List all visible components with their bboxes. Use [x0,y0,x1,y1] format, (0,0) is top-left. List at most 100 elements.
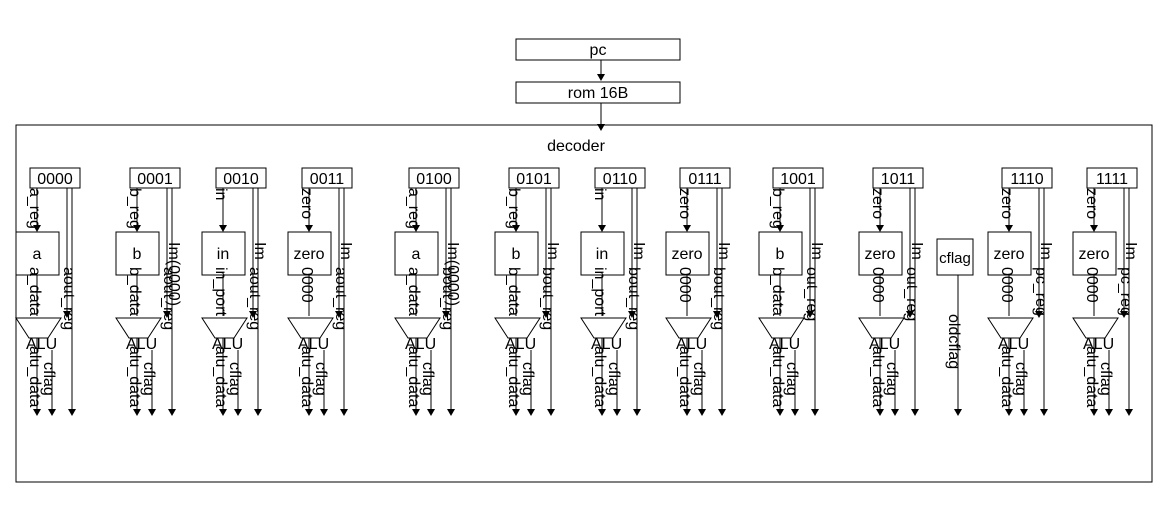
immediate-arrow [442,311,450,318]
immediate-label: Im [908,242,925,260]
data-label: b_data [505,267,522,316]
source-box [287,231,332,276]
opcode-box [772,167,824,189]
alu-data-arrow [598,409,606,416]
output-arrow [911,409,919,416]
immediate-arrow [713,311,721,318]
alu-shape [758,317,805,339]
alu-label: ALU [1083,336,1114,353]
source-box [987,231,1032,276]
alu-label: ALU [212,336,243,353]
source-box [115,231,160,276]
data-label: a_data [405,267,422,316]
output-arrow [811,409,819,416]
alu-data-arrow [305,409,313,416]
select-label: in [591,188,608,200]
cflag-label: cflag [140,362,157,396]
source-label: a [412,246,421,263]
select-arrow [412,225,420,232]
opcode-label: 1110 [1010,171,1043,188]
cflag-label: cflag [312,362,329,396]
immediate-label: Im(0000) [444,242,461,306]
alu-data-label: alu_data [26,346,43,407]
source-box [580,231,625,276]
source-label: a [33,246,42,263]
source-label: in [596,246,608,263]
cflag-arrow [234,409,242,416]
alu-label: ALU [869,336,900,353]
cflag-arrow [613,409,621,416]
select-label: zero [676,188,693,219]
alu-shape [201,317,248,339]
data-label: in_port [212,267,229,316]
output-label: pc_reg [1032,267,1049,316]
alu-shape [115,317,162,339]
alu-data-arrow [776,409,784,416]
select-label: a_reg [405,188,422,229]
opcode-label: 0001 [137,171,173,188]
opcode-label: 1001 [780,171,816,188]
cflag-arrow [48,409,56,416]
alu-data-arrow [683,409,691,416]
cflag-arrow [891,409,899,416]
cflag-box-label: cflag [939,250,971,267]
data-label: 0000 [298,267,315,303]
cflag-arrow [527,409,535,416]
output-arrow [447,409,455,416]
cflag-label: cflag [783,362,800,396]
output-arrow [1040,409,1048,416]
alu-label: ALU [998,336,1029,353]
output-arrow [168,409,176,416]
select-label: zero [998,188,1015,219]
alu-data-arrow [512,409,520,416]
alu-data-label: alu_data [676,346,693,407]
output-arrow [68,409,76,416]
select-arrow [876,225,884,232]
source-label: zero [293,246,324,263]
output-label: bout_reg [625,267,642,330]
output-label: aout_reg [246,267,263,330]
alu-shape [987,317,1034,339]
source-box [758,231,803,276]
immediate-arrow [628,311,636,318]
opcode-label: 0100 [416,171,452,188]
alu-shape [287,317,334,339]
opcode-box [679,167,731,189]
source-box [858,231,903,276]
alu-label: ALU [591,336,622,353]
cflag-label: cflag [690,362,707,396]
decoder-frame [15,124,1153,483]
alu-data-label: alu_data [126,346,143,407]
select-label: in [212,188,229,200]
alu-shape [15,317,62,339]
immediate-arrow [906,311,914,318]
alu-label: ALU [769,336,800,353]
select-arrow [512,225,520,232]
rom-label: rom 16B [568,85,628,102]
opcode-label: 0101 [516,171,552,188]
opcode-label: 0000 [37,171,73,188]
opcode-label: 0011 [310,171,345,188]
cflag-box [936,238,974,276]
alu-data-label: alu_data [769,346,786,407]
cflag-label: cflag [519,362,536,396]
pc-box [515,38,681,61]
immediate-arrow [806,311,814,318]
cflag-label: cflag [419,362,436,396]
alu-label: ALU [505,336,536,353]
opcode-label: 0010 [223,171,259,188]
select-label: b_reg [505,188,522,229]
output-label: out_reg [903,267,920,321]
opcode-box [1086,167,1138,189]
data-label: a_data [26,267,43,316]
data-label: 0000 [869,267,886,303]
alu-shape [1072,317,1119,339]
cflag-arrow [1020,409,1028,416]
pc-to-rom-arrow [597,74,605,81]
source-box [201,231,246,276]
alu-label: ALU [26,336,57,353]
select-label: zero [869,188,886,219]
output-label: bout_reg [710,267,727,330]
opcode-box [215,167,267,189]
